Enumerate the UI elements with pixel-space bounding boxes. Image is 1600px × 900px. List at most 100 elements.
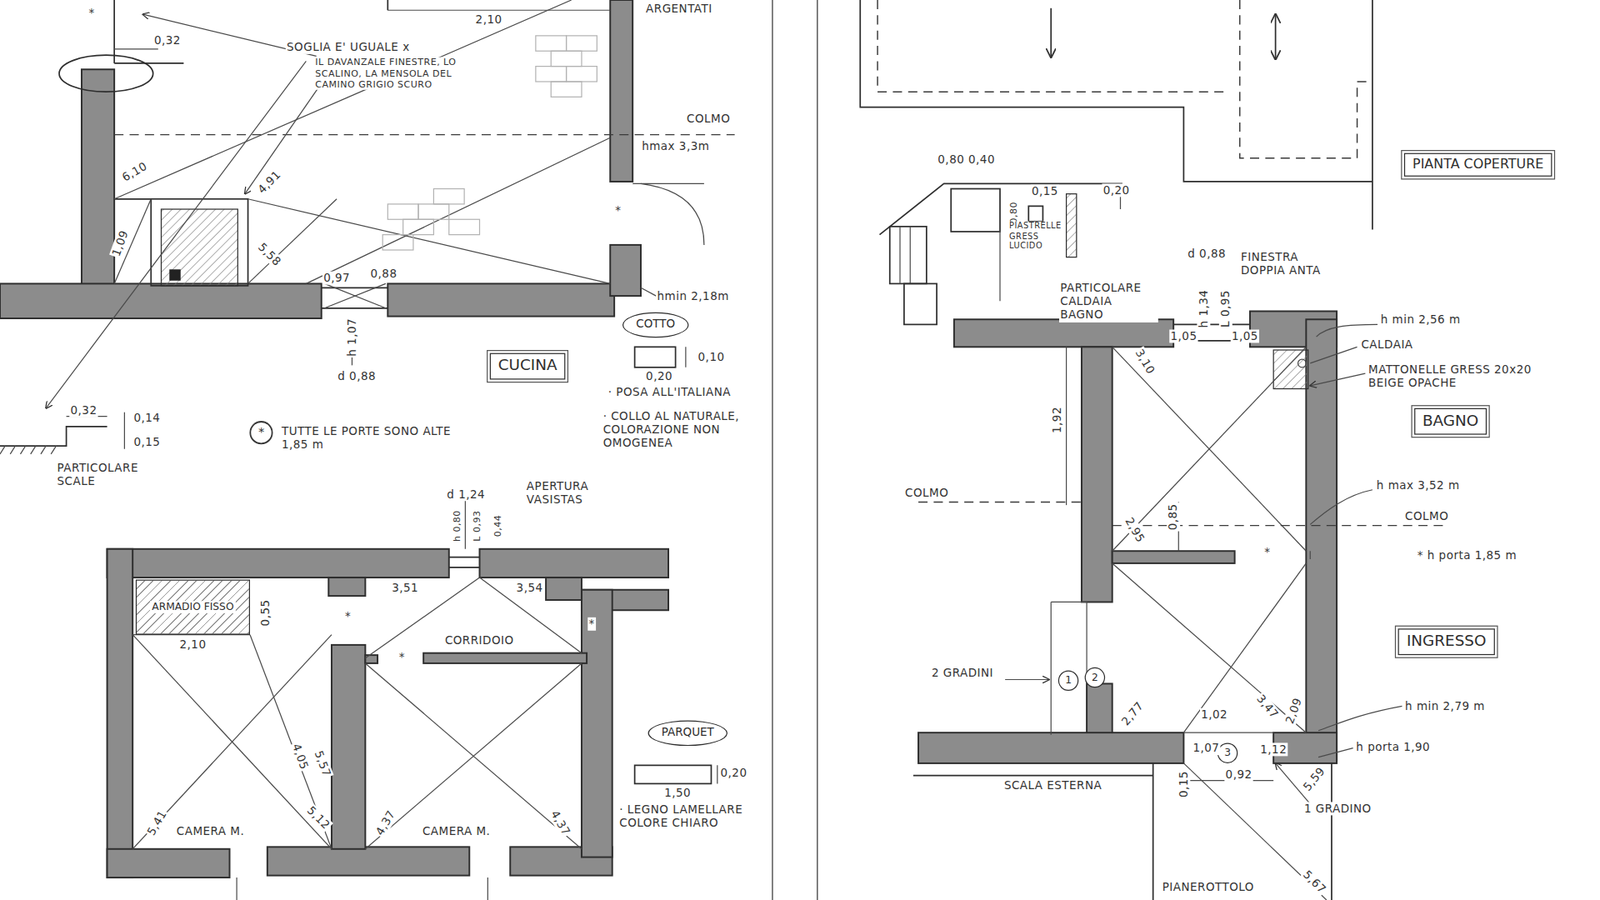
plan-annotation: hmin 2,18m [655, 290, 730, 304]
plan-annotation: 0,85 [1166, 502, 1180, 531]
plan-annotation: 2,10 [474, 13, 503, 27]
plan-annotation: hmax 3,3m [640, 140, 711, 154]
plan-annotation: 5,57 [311, 748, 335, 780]
plan-annotation: * [614, 204, 623, 218]
plan-annotation: 4,05 [289, 740, 312, 773]
plan-annotation: * [398, 650, 407, 665]
plan-annotation: COLMO [904, 486, 950, 500]
plan-annotation: 1,92 [1050, 405, 1065, 435]
plan-annotation: 0,14 [132, 410, 161, 425]
plan-annotation: L 0,95 [1219, 289, 1233, 329]
plan-annotation: 0,55 [258, 598, 272, 627]
node-text: BAGNO [1422, 412, 1479, 430]
material-label: COTTO [622, 312, 690, 339]
plan-annotation: CAMERA M. [421, 824, 492, 838]
plan-annotation: 2 GRADINI [930, 666, 995, 680]
node-text: COTTO [635, 318, 675, 331]
node-text: * [258, 425, 265, 440]
plan-annotation: 5,58 [254, 240, 285, 270]
plan-annotation: h porta 1,90 [1355, 740, 1431, 755]
plan-annotation: 0,20 [1101, 183, 1130, 197]
plan-annotation: h 1,07 [345, 317, 360, 358]
plan-annotation: 3,47 [1253, 691, 1282, 723]
plan-annotation: 0,15 [1176, 770, 1190, 799]
plan-annotation: h 0,80 [452, 509, 464, 543]
plan-annotation: d 0,88 [336, 369, 377, 383]
room-label: CUCINA [490, 353, 566, 380]
plan-annotation: SCALA ESTERNA [1003, 778, 1104, 792]
plan-annotation: 2,10 [178, 637, 207, 651]
plan-annotation: SOGLIA E' UGUALE x [285, 40, 411, 55]
plan-annotation: * [344, 610, 353, 624]
plan-annotation: PIANEROTTOLO [1160, 880, 1255, 895]
sheet-title: PIANTA COPERTURE [1404, 153, 1553, 177]
plan-annotation: 0,92 [1224, 768, 1253, 782]
plan-annotation: 5,12 [303, 803, 334, 834]
plan-annotation: L 0,93 [472, 509, 484, 543]
plan-annotation: ARGENTATI [645, 1, 714, 15]
plan-annotation: · POSA ALL'ITALIANA [607, 385, 733, 400]
plan-annotation: 0,10 [696, 350, 725, 365]
plan-annotation: 0,32 [153, 33, 182, 47]
plan-annotation: CAMERA M. [175, 824, 246, 838]
material-label: PARQUET [648, 720, 729, 746]
plan-annotation: PIASTRELLE GRESS LUCIDO [1008, 221, 1060, 251]
wardrobe-box: ARMADIO FISSO [135, 580, 250, 635]
plan-annotation: 2,77 [1118, 698, 1147, 730]
plan-annotation: 2,09 [1282, 695, 1305, 727]
plan-annotation: COLMO [1404, 510, 1450, 524]
plan-annotation: PARTICOLARE SCALE [55, 460, 160, 488]
plan-annotation: * [1263, 545, 1272, 560]
plan-annotation: 0,15 [1030, 185, 1060, 199]
plan-annotation: h min 2,56 m [1380, 313, 1462, 327]
plan-annotation: APERTURA VASISTAS [525, 480, 620, 507]
plan-annotation: 0,44 [492, 514, 504, 539]
step-number: 1 [1058, 670, 1079, 690]
plan-annotation: 0,97 [322, 271, 351, 285]
plan-annotation: 0,32 [69, 404, 98, 418]
node-text: ARMADIO FISSO [150, 601, 236, 614]
node-text: PARQUET [661, 726, 715, 740]
node-text: PIANTA COPERTURE [1412, 157, 1544, 173]
plan-annotation: 0,20 [645, 369, 674, 383]
plan-annotation: 5,67 [1299, 867, 1330, 898]
node-text: CUCINA [498, 357, 558, 375]
plan-annotation: d 1,24 [445, 487, 486, 501]
node-text: 3 [1224, 747, 1231, 760]
plan-annotation: 5,59 [1300, 764, 1329, 795]
room-label: INGRESSO [1398, 628, 1495, 655]
plan-annotation: 1,05 [1169, 330, 1198, 344]
plan-annotation: COLMO [685, 112, 732, 126]
plan-annotation: 3,54 [515, 581, 544, 595]
plan-annotation: 3,10 [1131, 345, 1158, 378]
plan-annotation: CORRIDOIO [444, 633, 515, 647]
plan-annotation: * [587, 617, 596, 631]
plan-annotation: d 0,88 [1186, 246, 1227, 260]
plan-annotation: IL DAVANZALE FINESTRE, LO SCALINO, LA ME… [314, 57, 460, 91]
plan-annotation: 1,12 [1259, 742, 1288, 756]
plan-annotation: 3,51 [390, 581, 420, 595]
node-text: INGRESSO [1406, 633, 1487, 651]
step-number: 2 [1085, 667, 1105, 688]
node-text: 1 [1065, 675, 1072, 687]
plan-annotation: 0,88 [369, 267, 398, 281]
plan-annotation: 1,50 [663, 786, 692, 800]
plan-annotation: PARTICOLARE CALDAIA BAGNO [1059, 281, 1159, 322]
plan-annotation: 0,15 [132, 435, 161, 450]
plan-annotation: 1,02 [1200, 708, 1229, 722]
plan-annotation: * [87, 5, 96, 20]
plan-annotation: · LEGNO LAMELLARE COLORE CHIARO [618, 803, 754, 830]
plan-annotation: 4,91 [254, 167, 285, 198]
plan-annotation: · COLLO AL NATURALE, COLORAZIONE NON OMO… [601, 410, 757, 450]
plan-annotation: 0,20 [719, 766, 748, 780]
plan-annotation: h 1,34 [1196, 288, 1210, 329]
plan-annotation: 5,41 [144, 807, 170, 840]
plan-annotation: 1,07 [1191, 741, 1220, 755]
room-label: BAGNO [1414, 408, 1487, 435]
plan-annotation: h min 2,79 m [1404, 700, 1486, 714]
plan-annotation: h max 3,52 m [1375, 478, 1461, 492]
plan-annotation: 1,05 [1230, 330, 1260, 344]
node-text: 2 [1091, 671, 1099, 684]
